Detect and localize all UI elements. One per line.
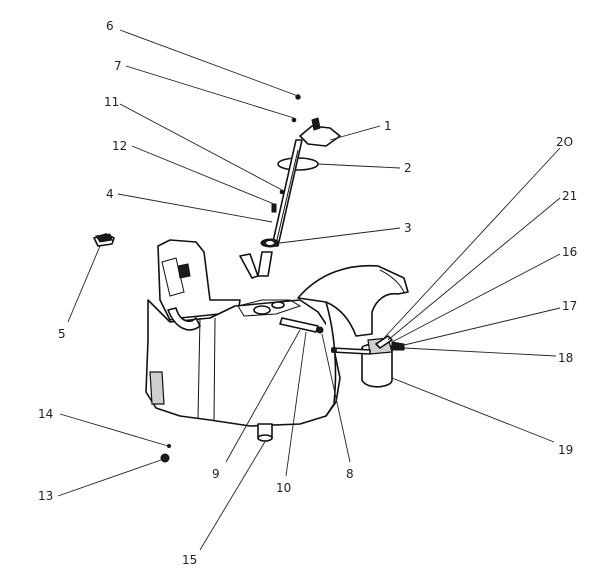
callout-2: 2 <box>404 161 412 175</box>
leader-11 <box>119 103 283 191</box>
callout-11: 11 <box>104 95 119 109</box>
callout-15: 15 <box>182 553 197 567</box>
leader-3 <box>279 227 401 244</box>
callout-20: 2O <box>556 135 573 149</box>
leader-lines <box>57 29 561 551</box>
callout-4: 4 <box>106 187 114 201</box>
drain-valve <box>257 423 273 442</box>
leader-21 <box>387 197 561 341</box>
callout-10: 10 <box>276 481 291 495</box>
leader-15 <box>199 439 267 551</box>
leader-7 <box>125 65 295 119</box>
callout-8: 8 <box>346 467 354 481</box>
callout-17: 17 <box>562 299 577 313</box>
leader-13 <box>57 459 162 497</box>
leader-19 <box>391 377 555 443</box>
leader-10 <box>285 331 307 477</box>
fender-cover <box>297 264 409 417</box>
callout-labels: 6 7 11 12 4 1 2 3 5 2O 21 16 17 18 19 8 … <box>38 19 577 567</box>
leader-14 <box>59 413 169 447</box>
callout-5: 5 <box>58 327 66 341</box>
callout-21: 21 <box>562 189 577 203</box>
leader-2 <box>317 163 401 169</box>
leader-4 <box>117 193 273 223</box>
callout-3: 3 <box>404 221 412 235</box>
callout-1: 1 <box>384 119 392 133</box>
callout-14: 14 <box>38 407 53 421</box>
leader-8 <box>321 333 351 463</box>
leader-5 <box>67 245 101 323</box>
leader-9 <box>225 329 301 463</box>
leader-20 <box>383 147 561 339</box>
leader-12 <box>131 145 275 205</box>
callout-7: 7 <box>114 59 122 73</box>
leader-6 <box>119 29 299 97</box>
callout-16: 16 <box>562 245 577 259</box>
callout-12: 12 <box>112 139 127 153</box>
callout-18: 18 <box>558 351 573 365</box>
callout-13: 13 <box>38 489 53 503</box>
callout-9: 9 <box>212 467 220 481</box>
leader-1 <box>329 125 381 141</box>
pump-assembly <box>331 335 405 388</box>
rod-assembly <box>279 317 324 334</box>
callout-6: 6 <box>106 19 114 33</box>
callout-19: 19 <box>558 443 573 457</box>
fuel-sender-assembly <box>239 94 341 279</box>
leader-17 <box>399 307 561 347</box>
washer-13 <box>160 453 170 463</box>
filler-cap <box>93 233 115 247</box>
leader-16 <box>391 253 561 343</box>
leader-18 <box>403 347 557 357</box>
fuel-tank-body <box>145 239 341 427</box>
